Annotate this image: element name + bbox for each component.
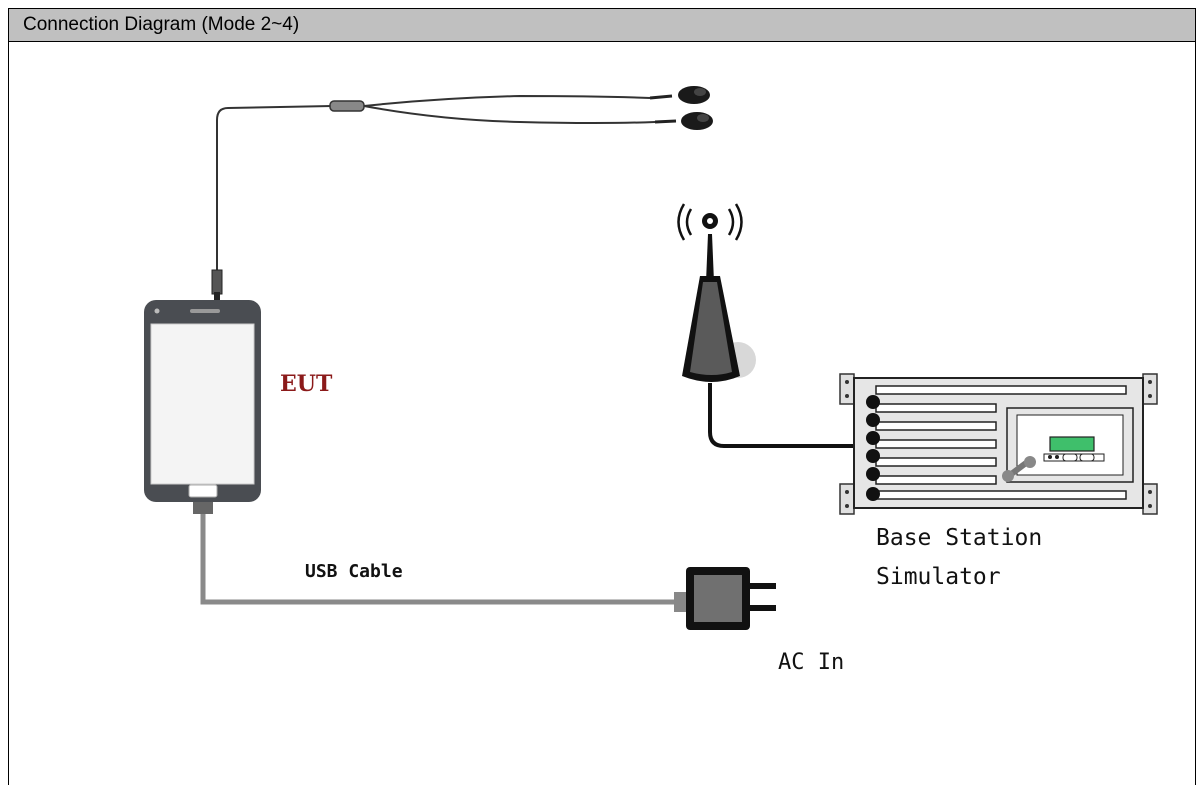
ac-adapter-icon xyxy=(686,567,776,630)
rf-cable xyxy=(708,383,862,448)
section-header: Connection Diagram (Mode 2~4) xyxy=(8,8,1196,42)
usb-cable xyxy=(200,514,686,612)
ac-in-label: AC In xyxy=(778,650,844,675)
antenna-icon xyxy=(677,203,756,382)
eut-label: EUT xyxy=(280,371,333,397)
usb-cable-label: USB Cable xyxy=(305,561,403,582)
simulator-label: Simulator xyxy=(876,564,1001,590)
base-station-simulator-icon xyxy=(839,373,1158,515)
frame-right-border xyxy=(1195,41,1196,785)
smartphone-icon xyxy=(144,300,261,514)
earphones-icon xyxy=(211,86,713,300)
base-station-label: Base Station xyxy=(876,525,1042,551)
frame-left-border xyxy=(8,41,9,785)
page-title: Connection Diagram (Mode 2~4) xyxy=(23,14,300,35)
